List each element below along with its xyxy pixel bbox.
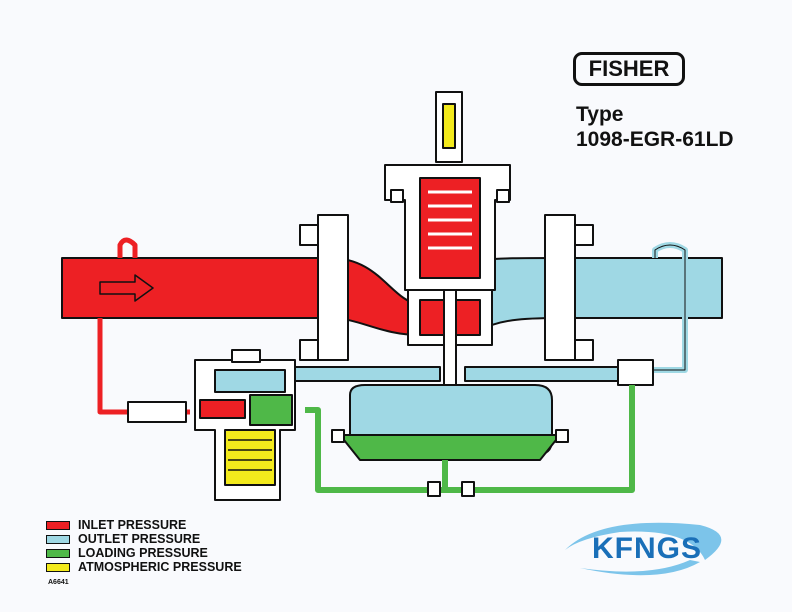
pilot-spring — [224, 429, 276, 486]
loading-chamber — [339, 434, 561, 461]
legend-label: INLET PRESSURE — [78, 518, 187, 532]
legend-label: ATMOSPHERIC PRESSURE — [78, 560, 242, 574]
legend-item-atmospheric: ATMOSPHERIC PRESSURE — [46, 560, 242, 574]
legend-label: OUTLET PRESSURE — [78, 532, 201, 546]
outlet-swatch — [46, 534, 70, 544]
pressure-legend: INLET PRESSURE OUTLET PRESSURE LOADING P… — [46, 518, 242, 574]
legend-item-outlet: OUTLET PRESSURE — [46, 532, 242, 546]
inlet-pipe — [61, 257, 421, 336]
model-number: 1098-EGR-61LD — [576, 128, 734, 151]
legend-item-inlet: INLET PRESSURE — [46, 518, 242, 532]
legend-label: LOADING PRESSURE — [78, 546, 208, 560]
loading-swatch — [46, 548, 70, 558]
outlet-pipe — [479, 257, 723, 331]
flow-arrow — [99, 274, 154, 302]
kfngs-watermark: KFNGS — [592, 532, 702, 565]
inlet-swatch — [46, 520, 70, 530]
main-spring-chamber — [419, 177, 481, 279]
kfngs-swoosh — [565, 522, 722, 560]
type-label: Type — [576, 103, 624, 126]
legend-item-loading: LOADING PRESSURE — [46, 546, 242, 560]
atmospheric-swatch — [46, 562, 70, 572]
outlet-flange — [544, 214, 576, 361]
fisher-logo: FISHER — [573, 52, 685, 86]
model-title: Type 1098-EGR-61LD — [576, 102, 734, 152]
inlet-flange — [317, 214, 349, 361]
drawing-code: A6641 — [48, 579, 69, 586]
loading-line — [305, 385, 635, 493]
